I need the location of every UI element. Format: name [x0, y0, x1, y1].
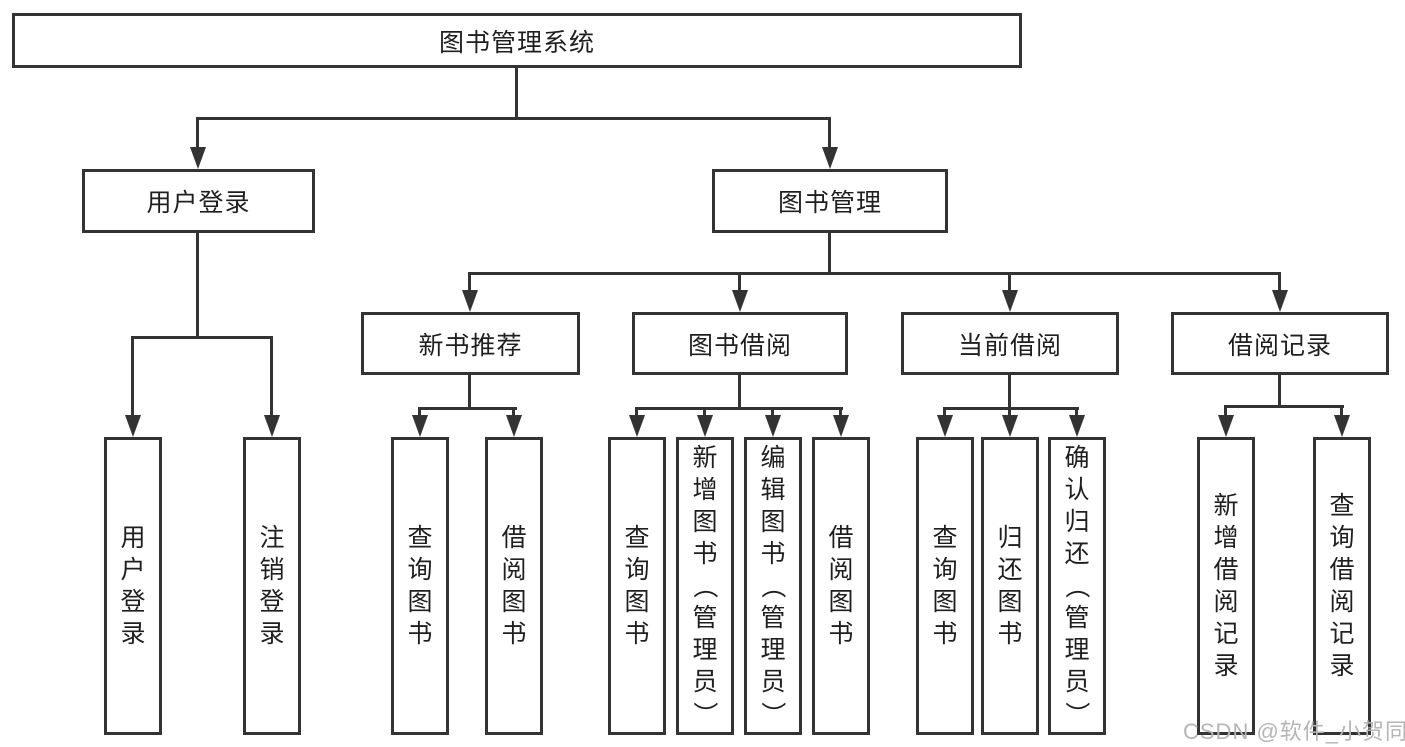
csdn-watermark: CSDN @软件_小贺同学: [1183, 719, 1405, 744]
arrow-down-icon: [697, 415, 713, 437]
leaf-label: 归还图书: [997, 524, 1023, 648]
connector-line: [1278, 375, 1281, 407]
arrow-down-icon: [264, 415, 280, 437]
leaf-label: 确认归还（管理员）: [1062, 444, 1091, 727]
leaf-label: 注销登录: [259, 524, 285, 648]
connector-line: [196, 117, 831, 120]
connector-line: [828, 233, 831, 275]
connector-line: [512, 407, 515, 418]
leaf-newbook-borrow-books: 借阅图书: [485, 437, 543, 735]
connector-line: [738, 272, 741, 293]
leaf-label: 编辑图书（管理员）: [758, 444, 787, 727]
node-borrow-records: 借阅记录: [1171, 312, 1389, 375]
arrow-down-icon: [1334, 415, 1350, 437]
connector-line: [515, 68, 518, 120]
arrow-down-icon: [462, 290, 478, 312]
arrow-down-icon: [937, 415, 953, 437]
leaf-label: 查询图书: [932, 524, 958, 648]
node-root: 图书管理系统: [12, 13, 1022, 68]
connector-line: [131, 336, 134, 417]
leaf-logout: 注销登录: [243, 437, 301, 735]
leaf-borrow-borrow-books: 借阅图书: [812, 437, 870, 735]
connector-line: [468, 272, 1281, 275]
node-book-borrow: 图书借阅: [632, 312, 848, 375]
connector-line: [468, 272, 471, 293]
arrow-down-icon: [190, 147, 206, 169]
arrow-down-icon: [1069, 415, 1085, 437]
connector-line: [270, 336, 273, 417]
leaf-current-return-books: 归还图书: [981, 437, 1039, 735]
arrow-down-icon: [732, 290, 748, 312]
connector-line: [635, 407, 638, 418]
leaf-current-query-books: 查询图书: [916, 437, 974, 735]
leaf-label: 用户登录: [120, 524, 146, 648]
connector-line: [418, 407, 421, 418]
arrow-down-icon: [1218, 415, 1234, 437]
leaf-records-add-record: 新增借阅记录: [1197, 437, 1255, 735]
connector-line: [943, 407, 1079, 410]
connector-line: [196, 117, 199, 150]
connector-line: [635, 407, 843, 410]
connector-line: [828, 117, 831, 150]
arrow-down-icon: [822, 147, 838, 169]
connector-line: [1224, 405, 1227, 418]
connector-line: [1008, 375, 1011, 409]
node-new-book-recommend: 新书推荐: [361, 312, 580, 375]
arrow-down-icon: [1002, 290, 1018, 312]
connector-line: [131, 336, 273, 339]
connector-line: [1008, 272, 1011, 293]
connector-line: [418, 407, 517, 410]
arrow-down-icon: [412, 415, 428, 437]
arrow-down-icon: [833, 415, 849, 437]
connector-line: [1278, 272, 1281, 293]
leaf-label: 查询图书: [624, 524, 650, 648]
leaf-borrow-add-books-admin: 新增图书（管理员）: [676, 437, 734, 735]
connector-line: [771, 407, 774, 418]
leaf-label: 借阅图书: [501, 524, 527, 648]
connector-line: [1008, 407, 1011, 418]
arrow-down-icon: [506, 415, 522, 437]
leaf-borrow-edit-books-admin: 编辑图书（管理员）: [744, 437, 802, 735]
connector-line: [468, 375, 471, 409]
leaf-current-confirm-return-admin: 确认归还（管理员）: [1048, 437, 1106, 735]
leaf-borrow-query-books: 查询图书: [608, 437, 666, 735]
leaf-label: 借阅图书: [828, 524, 854, 648]
leaf-label: 新增图书（管理员）: [690, 444, 719, 727]
leaf-label: 查询借阅记录: [1329, 492, 1355, 680]
arrow-down-icon: [1272, 290, 1288, 312]
leaf-records-query-record: 查询借阅记录: [1313, 437, 1371, 735]
leaf-newbook-query-books: 查询图书: [391, 437, 449, 735]
connector-line: [943, 407, 946, 418]
arrow-down-icon: [125, 415, 141, 437]
leaf-label: 查询图书: [407, 524, 433, 648]
connector-line: [196, 233, 199, 339]
arrow-down-icon: [765, 415, 781, 437]
node-book-management: 图书管理: [712, 169, 948, 233]
node-user-login: 用户登录: [82, 169, 315, 233]
arrow-down-icon: [629, 415, 645, 437]
connector-line: [738, 375, 741, 409]
arrow-down-icon: [1002, 415, 1018, 437]
connector-line: [1224, 405, 1344, 408]
connector-line: [1340, 405, 1343, 418]
connector-line: [703, 407, 706, 418]
node-current-borrow: 当前借阅: [901, 312, 1119, 375]
connector-line: [1075, 407, 1078, 418]
connector-line: [839, 407, 842, 418]
leaf-user-login: 用户登录: [104, 437, 162, 735]
leaf-label: 新增借阅记录: [1213, 492, 1239, 680]
